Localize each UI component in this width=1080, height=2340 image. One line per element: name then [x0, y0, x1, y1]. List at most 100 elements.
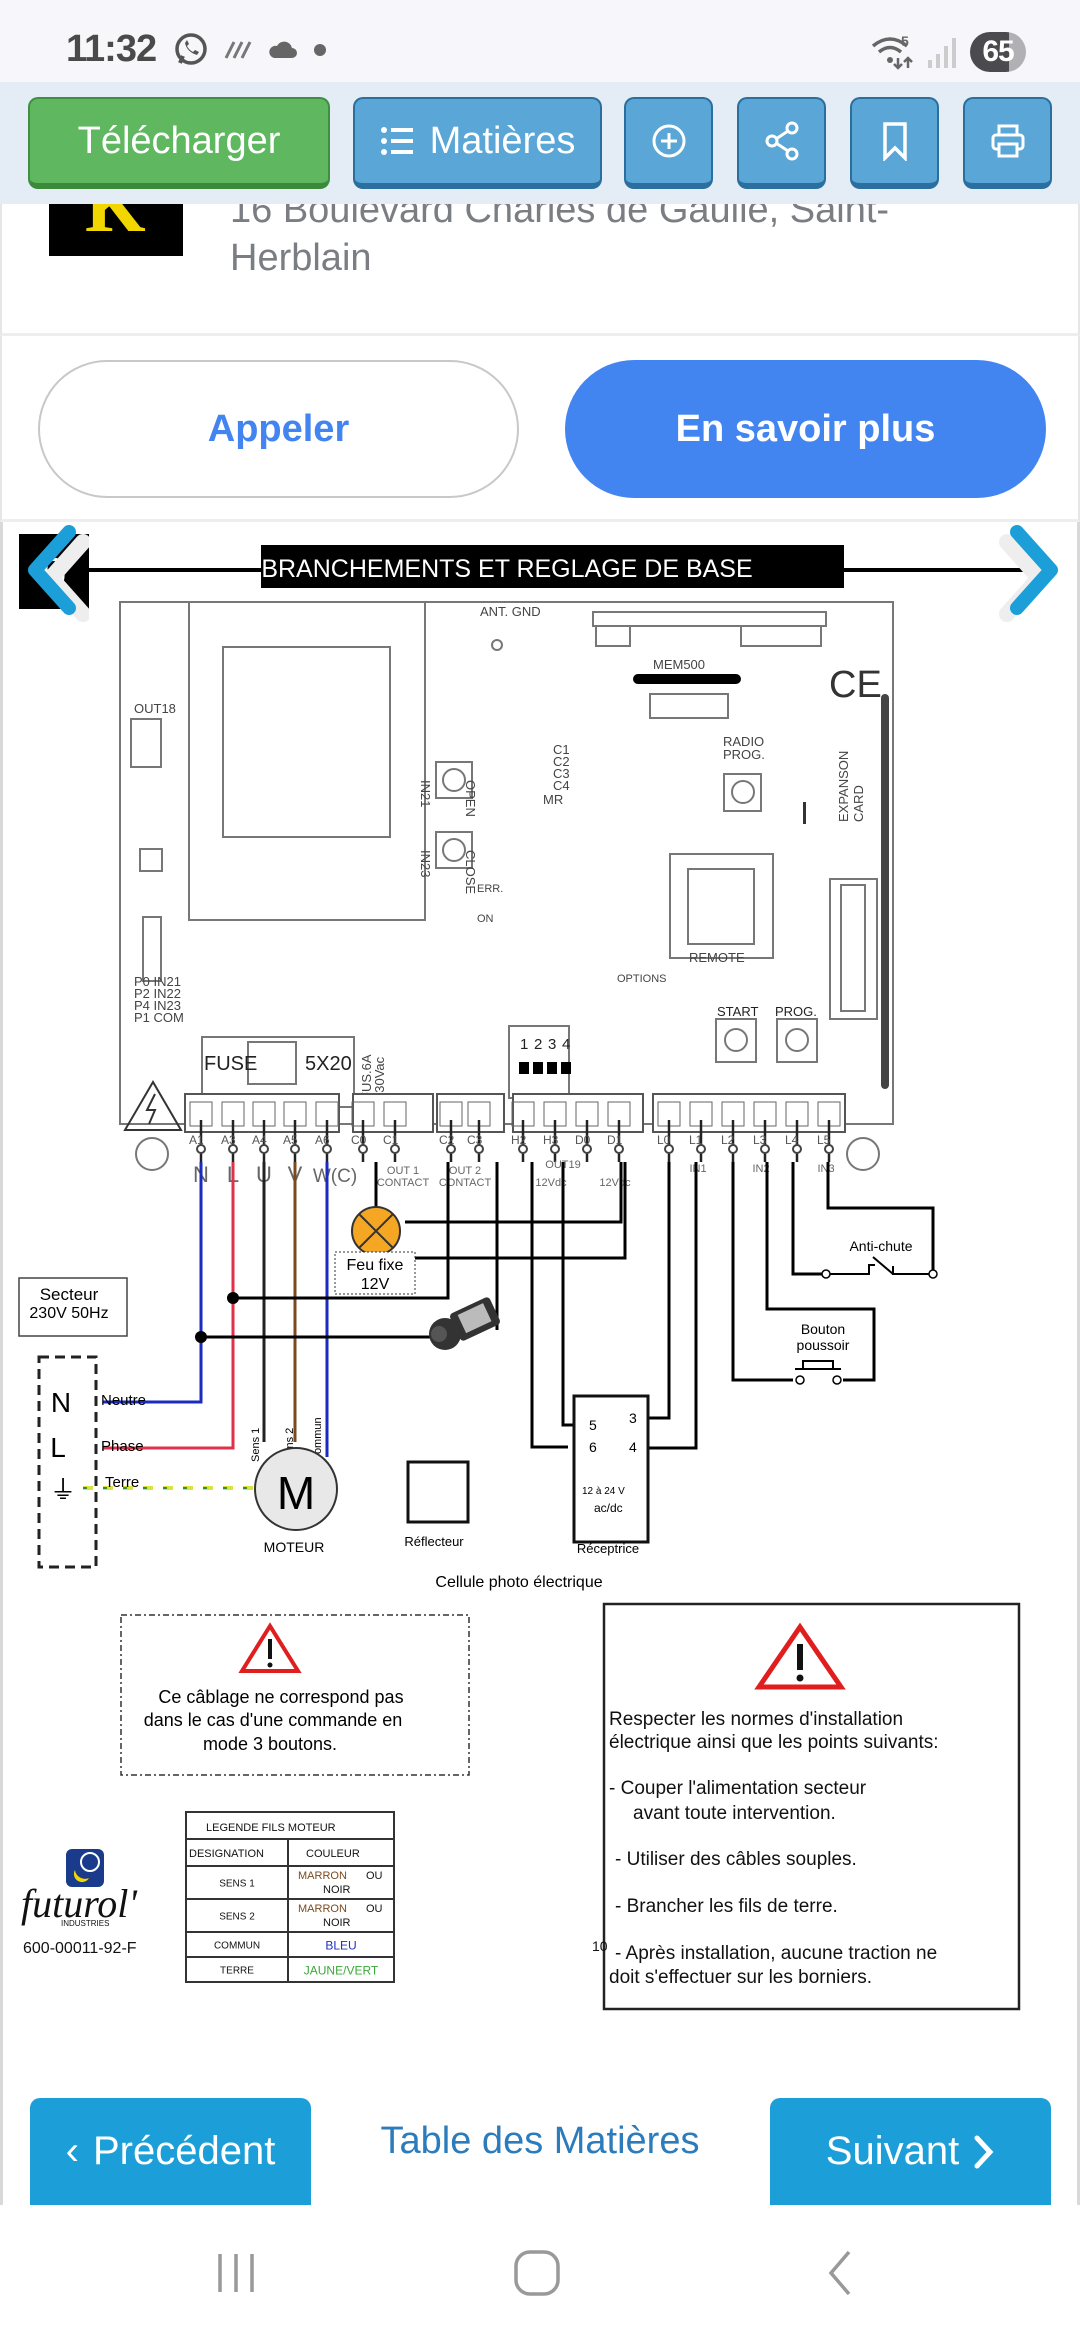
- push-button-terminal-b: [832, 1375, 842, 1385]
- warning-mark: [268, 1639, 272, 1659]
- lamp-cross: [358, 1213, 394, 1249]
- legend-header-designation: DESIGNATION: [189, 1848, 264, 1860]
- zoom-in-icon: [652, 124, 685, 158]
- legend-color-alt: OU: [366, 1870, 383, 1882]
- button-wire-a: [731, 1162, 793, 1382]
- warning-small-line-2: dans le cas d'une commande en: [144, 1710, 403, 1730]
- section-title: BRANCHEMENTS ET REGLAGE DE BASE: [261, 555, 752, 583]
- terminal-point: [614, 1144, 624, 1154]
- bookmark-button[interactable]: [850, 97, 939, 189]
- label-fuse-rating: FUS.6A: [359, 1054, 374, 1100]
- notification-icons: [172, 30, 330, 70]
- receiver-box: [572, 1394, 650, 1544]
- label-start: START: [717, 1004, 758, 1019]
- data-saver-icon: [224, 41, 252, 59]
- print-button[interactable]: [963, 97, 1052, 189]
- home-button[interactable]: [497, 2243, 577, 2303]
- label-p0: P0 IN21: [134, 974, 181, 989]
- previous-page-arrow[interactable]: [19, 522, 89, 622]
- anti-fall-wire-b: [826, 1162, 935, 1274]
- terminal-point: [196, 1144, 206, 1154]
- wifi-icon: 5: [871, 33, 913, 70]
- mem-slot: [633, 674, 741, 684]
- back-icon: [828, 2250, 851, 2296]
- warning-small-line-3: mode 3 boutons.: [203, 1734, 337, 1754]
- terminal-point: [582, 1144, 592, 1154]
- out1-contact: CONTACT: [377, 1177, 430, 1189]
- push-button-terminal-a: [795, 1375, 805, 1385]
- label-dip-4: 4: [562, 1036, 570, 1053]
- dot-icon: [314, 44, 326, 56]
- terminal-label: L1: [689, 1133, 703, 1147]
- system-status-icons: 5 65: [870, 30, 1026, 74]
- terminal-point: [518, 1144, 528, 1154]
- brand-subtitle: INDUSTRIES: [61, 1919, 109, 1928]
- label-dip-3: 3: [548, 1036, 556, 1053]
- legend-color: BLEU: [325, 1939, 356, 1953]
- table-of-contents-button[interactable]: Matières: [353, 97, 602, 189]
- next-page-arrow[interactable]: [999, 522, 1069, 622]
- label-c3: C3: [553, 766, 570, 781]
- mains-terminal-box: [37, 1355, 98, 1569]
- zoom-in-button[interactable]: [624, 97, 713, 189]
- anti-fall-terminal-a: [821, 1269, 831, 1279]
- terminal-point: [290, 1144, 300, 1154]
- label-in21: IN21: [418, 780, 433, 807]
- mains-voltage: 230V 50Hz: [29, 1305, 108, 1322]
- home-icon: [514, 2250, 560, 2296]
- terminal-label: L0: [657, 1133, 671, 1147]
- back-button[interactable]: [800, 2243, 880, 2303]
- warning-dot: [267, 1662, 273, 1668]
- terminal-point: [446, 1144, 456, 1154]
- motor-wire-label-sens1: Sens 1: [250, 1428, 262, 1462]
- legend-color: JAUNE/VERT: [304, 1964, 379, 1978]
- terminal-label: A3: [221, 1133, 236, 1147]
- print-icon: [991, 124, 1024, 158]
- terminal-label: L3: [753, 1133, 767, 1147]
- page-navigation: ‹ Précédent Table des Matières Suivant: [0, 2060, 1080, 2205]
- anti-fall-terminal-b: [928, 1269, 938, 1279]
- terminal-point: [259, 1144, 269, 1154]
- photocell-emitter-icon: [429, 1297, 500, 1350]
- mains-label-box: [18, 1277, 128, 1337]
- terminal-label: L4: [785, 1133, 799, 1147]
- recent-apps-button[interactable]: [196, 2243, 276, 2303]
- label-expansion: EXPANSON: [836, 751, 851, 822]
- label-remote: REMOTE: [689, 950, 745, 965]
- next-button[interactable]: Suivant: [770, 2098, 1051, 2205]
- anti-fall-wire-a: [791, 1162, 826, 1276]
- reflector-label: Réflecteur: [404, 1534, 464, 1549]
- legend-color: MARRON: [298, 1870, 347, 1882]
- call-button[interactable]: Appeler: [38, 360, 519, 498]
- terminal-label: C2: [439, 1133, 455, 1147]
- whatsapp-icon: [175, 33, 207, 65]
- label-close: CLOSE: [463, 850, 478, 894]
- terminal-label: C0: [351, 1133, 367, 1147]
- share-button[interactable]: [737, 97, 826, 189]
- label-p4: P4 IN23: [134, 998, 181, 1013]
- safety-warning-line: Respecter les normes d'installation: [609, 1709, 903, 1730]
- next-label: Suivant: [825, 2129, 960, 2173]
- mains-label: Secteur: [40, 1285, 99, 1304]
- motor-wire-label-common: Commun: [312, 1417, 324, 1462]
- terminal-point: [550, 1144, 560, 1154]
- safety-warning-line: avant toute intervention.: [633, 1803, 836, 1824]
- legend-color-alt: OU: [366, 1903, 383, 1915]
- safety-warning-mark: [797, 1644, 803, 1670]
- legend-designation: SENS 2: [219, 1912, 255, 1923]
- business-address: 16 Boulevard Charles de Gaulle, Saint-He…: [230, 204, 890, 279]
- download-button[interactable]: Télécharger: [28, 97, 330, 189]
- terminal-label: H3: [543, 1133, 559, 1147]
- contents-label: Matières: [429, 119, 576, 162]
- motor-symbol: M: [277, 1467, 315, 1519]
- label-open: OPEN: [463, 780, 478, 817]
- terminal-label: H2: [511, 1133, 527, 1147]
- status-time: 11:32: [66, 28, 157, 70]
- motor-label: MOTEUR: [264, 1539, 325, 1555]
- motor-terminal-letters: N L U V W(C): [193, 1162, 357, 1187]
- receiver-wire-4: [643, 1162, 698, 1450]
- previous-button[interactable]: ‹ Précédent: [30, 2098, 311, 2205]
- table-of-contents-link[interactable]: Table des Matières: [380, 2120, 700, 2162]
- learn-more-button[interactable]: En savoir plus: [565, 360, 1046, 498]
